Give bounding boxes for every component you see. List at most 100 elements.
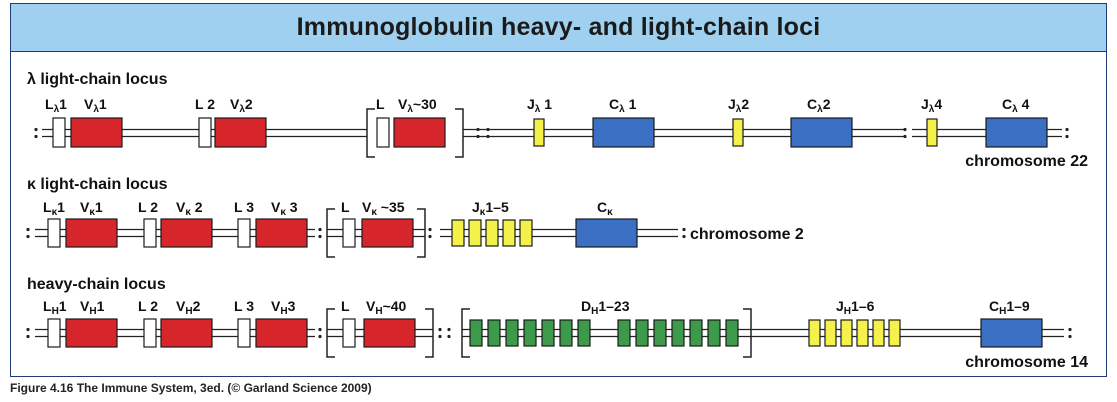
kappa-L2-label: L 2 bbox=[138, 199, 158, 215]
heavy-break-2-lower bbox=[438, 334, 442, 339]
lambda-C1-segment bbox=[592, 117, 655, 148]
kappa-V2-label: Vκ 2 bbox=[176, 199, 203, 218]
lambda-Ln-segment bbox=[376, 117, 390, 148]
lambda-J4-segment bbox=[926, 118, 938, 147]
heavy-break-1-lower bbox=[318, 334, 322, 339]
heavy-break-2-upper bbox=[438, 327, 442, 332]
lambda-break-1-lower bbox=[476, 134, 480, 139]
lambda-C2-label: Cλ2 bbox=[807, 96, 831, 115]
heavy-D-segment-b6 bbox=[707, 319, 721, 347]
kappa-dots-start-upper bbox=[26, 227, 30, 232]
heavy-chromosome-label: chromosome 14 bbox=[965, 354, 1088, 371]
lambda-V1-label: Vλ1 bbox=[84, 96, 107, 115]
heavy-locus-title: heavy-chain locus bbox=[27, 276, 166, 293]
heavy-L1-label: LH1 bbox=[43, 298, 67, 317]
heavy-J6-segment bbox=[888, 319, 901, 347]
kappa-Vn-label: Vκ ~35 bbox=[362, 199, 405, 218]
heavy-dots-start-upper bbox=[26, 327, 30, 332]
heavy-L3-segment bbox=[237, 318, 251, 348]
kappa-L3-segment bbox=[237, 218, 251, 248]
heavy-D-segment-a2 bbox=[487, 319, 501, 347]
heavy-D-segment-b5 bbox=[689, 319, 703, 347]
kappa-break-2-lower bbox=[428, 234, 432, 239]
lambda-J4-label: Jλ4 bbox=[921, 96, 942, 115]
heavy-break-3-upper bbox=[447, 327, 451, 332]
kappa-dots-end-upper bbox=[682, 227, 686, 232]
kappa-J4-segment bbox=[502, 219, 516, 247]
lambda-L1-label: Lλ1 bbox=[45, 96, 67, 115]
heavy-C-label: CH1–9 bbox=[989, 298, 1030, 317]
heavy-V3-label: VH3 bbox=[271, 298, 296, 317]
lambda-C1-label: Cλ 1 bbox=[609, 96, 637, 115]
kappa-V3-segment bbox=[255, 218, 308, 248]
kappa-V2-segment bbox=[160, 218, 213, 248]
heavy-D-segment-b3 bbox=[653, 319, 667, 347]
heavy-vbracket-right bbox=[425, 308, 434, 358]
lambda-C4-segment bbox=[985, 117, 1048, 148]
heavy-J2-segment bbox=[824, 319, 837, 347]
kappa-L2-segment bbox=[143, 218, 157, 248]
kappa-J2-segment bbox=[468, 219, 482, 247]
kappa-break-1-upper bbox=[318, 227, 322, 232]
lambda-dots-start-upper bbox=[34, 127, 38, 132]
lambda-dots-start-lower bbox=[34, 134, 38, 139]
heavy-D-segment-b4 bbox=[671, 319, 685, 347]
lambda-V2-segment bbox=[214, 117, 267, 148]
heavy-Vn-label: VH~40 bbox=[366, 298, 407, 317]
heavy-V1-label: VH1 bbox=[80, 298, 105, 317]
heavy-J-label: JH1–6 bbox=[836, 298, 875, 317]
kappa-L1-label: Lκ1 bbox=[43, 199, 65, 218]
kappa-V1-segment bbox=[65, 218, 118, 248]
figure-header: Immunoglobulin heavy- and light-chain lo… bbox=[11, 4, 1106, 52]
kappa-V1-label: Vκ1 bbox=[80, 199, 103, 218]
lambda-L2-segment bbox=[198, 117, 212, 148]
lambda-bracket-right bbox=[455, 108, 464, 158]
heavy-Ln-segment bbox=[342, 318, 356, 348]
lambda-break-2-upper bbox=[486, 127, 490, 132]
lambda-break-3-lower bbox=[903, 134, 907, 139]
heavy-vbracket-left bbox=[326, 308, 335, 358]
heavy-L2-segment bbox=[143, 318, 157, 348]
lambda-J2-segment bbox=[732, 118, 744, 147]
kappa-L3-label: L 3 bbox=[234, 199, 254, 215]
kappa-L1-segment bbox=[47, 218, 61, 248]
lambda-locus-title: λ light-chain locus bbox=[27, 71, 168, 88]
heavy-D-segment-b7 bbox=[725, 319, 739, 347]
kappa-break-2-upper bbox=[428, 227, 432, 232]
lambda-Vn-label: Vλ~30 bbox=[398, 96, 437, 115]
kappa-V3-label: Vκ 3 bbox=[271, 199, 298, 218]
kappa-break-1-lower bbox=[318, 234, 322, 239]
kappa-J5-segment bbox=[519, 219, 533, 247]
kappa-Vn-segment bbox=[361, 218, 414, 248]
lambda-V2-label: Vλ2 bbox=[230, 96, 253, 115]
heavy-D-segment-a3 bbox=[505, 319, 519, 347]
kappa-J3-segment bbox=[485, 219, 499, 247]
figure-title: Immunoglobulin heavy- and light-chain lo… bbox=[296, 13, 821, 41]
heavy-Vn-segment bbox=[363, 318, 416, 348]
lambda-break-1-upper bbox=[476, 127, 480, 132]
heavy-J4-segment bbox=[856, 319, 869, 347]
heavy-break-1-upper bbox=[318, 327, 322, 332]
heavy-dots-end-upper bbox=[1068, 327, 1072, 332]
kappa-J-label: Jκ1–5 bbox=[472, 199, 509, 218]
kappa-bracket-right bbox=[417, 208, 426, 258]
lambda-dots-end-lower bbox=[1065, 134, 1069, 139]
heavy-L1-segment bbox=[47, 318, 61, 348]
lambda-dots-end-upper bbox=[1065, 127, 1069, 132]
heavy-D-segment-a5 bbox=[541, 319, 555, 347]
heavy-dbracket-left bbox=[461, 308, 470, 358]
kappa-chromosome-label: chromosome 2 bbox=[690, 226, 804, 243]
figure-caption: Figure 4.16 The Immune System, 3ed. (© G… bbox=[10, 381, 372, 395]
heavy-D-segment-b2 bbox=[635, 319, 649, 347]
kappa-bracket-left bbox=[326, 208, 335, 258]
heavy-L2-label: L 2 bbox=[138, 298, 158, 314]
kappa-Ln-segment bbox=[342, 218, 356, 248]
kappa-locus-title: κ light-chain locus bbox=[27, 176, 168, 193]
heavy-L3-label: L 3 bbox=[234, 298, 254, 314]
heavy-V1-segment bbox=[65, 318, 118, 348]
lambda-break-3-upper bbox=[903, 127, 907, 132]
heavy-D-segment-a6 bbox=[559, 319, 573, 347]
lambda-J1-label: Jλ 1 bbox=[527, 96, 552, 115]
heavy-dots-end-lower bbox=[1068, 334, 1072, 339]
lambda-J1-segment bbox=[533, 118, 545, 147]
